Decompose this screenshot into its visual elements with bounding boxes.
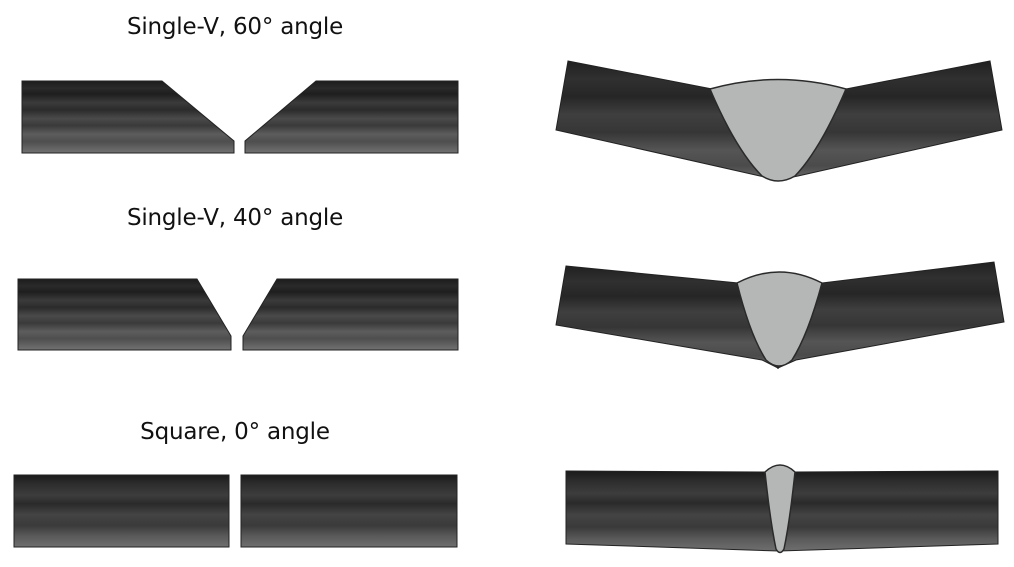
row1-caption: Single-V, 60° angle — [126, 14, 344, 40]
row1-weld-bead — [708, 78, 848, 182]
row2-right-plate — [242, 278, 459, 351]
row1-right-plate — [244, 80, 459, 154]
row3-weld-bead — [764, 464, 796, 554]
row2-left-plate — [17, 278, 232, 351]
row2-unwelded-joint — [17, 278, 459, 351]
row3-left-plate — [13, 474, 230, 548]
row1-welded-joint — [555, 60, 1003, 182]
row2-caption: Single-V, 40° angle — [126, 205, 344, 231]
row3-welded-left-plate — [565, 470, 779, 552]
row3-welded-joint — [565, 464, 999, 554]
row1-left-plate — [21, 80, 235, 154]
row1-unwelded-joint — [21, 80, 459, 154]
row2-weld-bead — [736, 271, 823, 367]
row3-welded-right-plate — [779, 470, 999, 552]
row2-welded-joint — [555, 261, 1005, 370]
row3-right-plate — [240, 474, 458, 548]
row3-unwelded-joint — [13, 474, 458, 548]
row3-caption: Square, 0° angle — [140, 419, 330, 445]
